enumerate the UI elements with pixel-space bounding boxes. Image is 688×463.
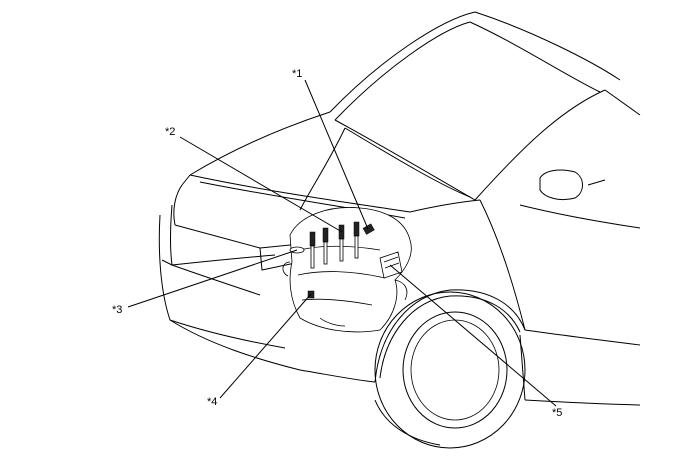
callout-5: *5 <box>552 407 562 419</box>
injector-2 <box>322 227 329 265</box>
leader-4 <box>219 293 312 399</box>
callout-4: *4 <box>207 396 217 408</box>
leader-3 <box>127 249 298 308</box>
component-5 <box>379 251 403 279</box>
engine-assembly <box>282 207 412 333</box>
leader-2 <box>179 136 343 233</box>
callout-labels: *1 *2 *3 *4 *5 <box>112 68 562 419</box>
callout-2: *2 <box>165 126 175 138</box>
leader-5 <box>389 264 557 407</box>
injector-1 <box>309 231 316 269</box>
injector-4 <box>353 221 360 259</box>
vehicle-body <box>158 11 641 449</box>
leader-lines <box>127 79 557 407</box>
callout-1: *1 <box>292 68 302 80</box>
callout-3: *3 <box>112 304 122 316</box>
leader-1 <box>304 79 369 230</box>
